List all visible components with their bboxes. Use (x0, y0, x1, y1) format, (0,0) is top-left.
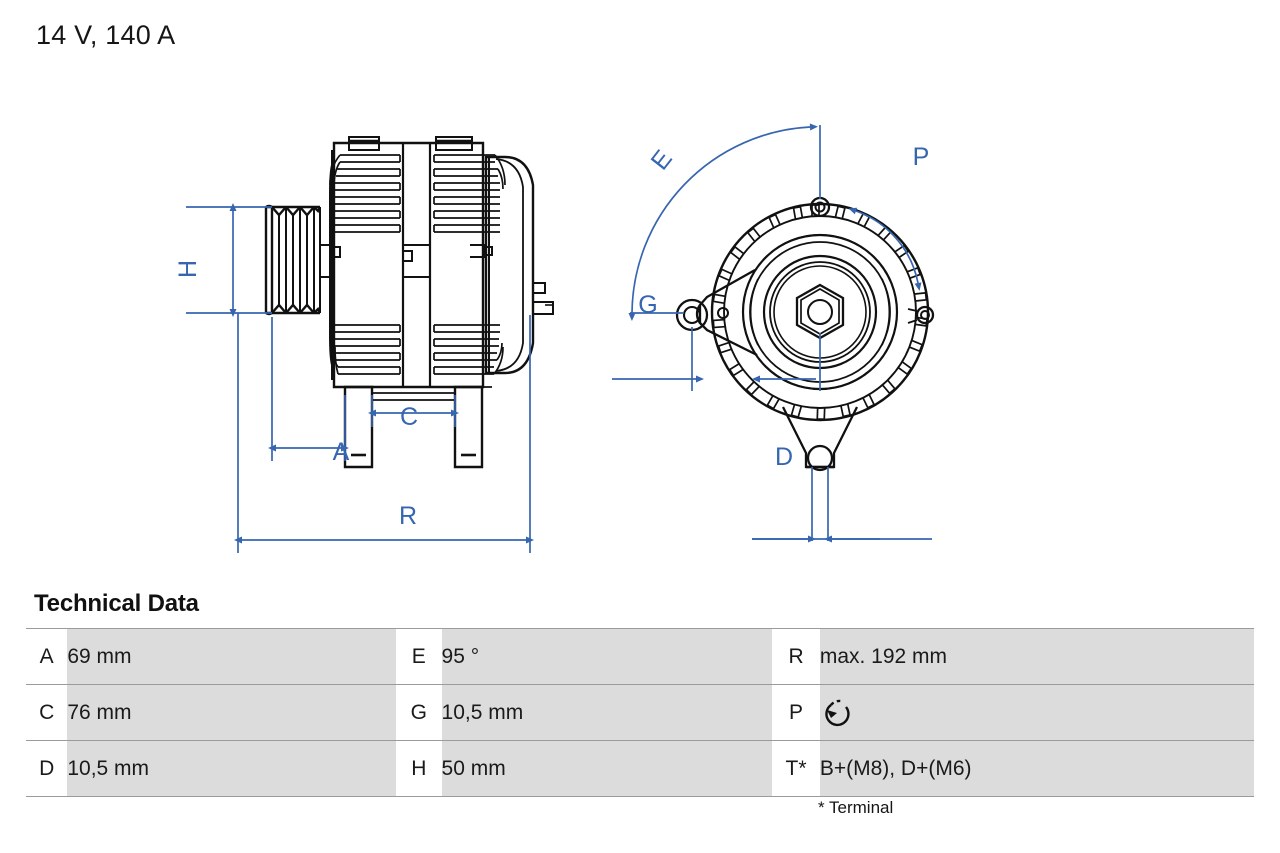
alternator-side-view (264, 136, 554, 469)
dim-label-A: A (333, 438, 350, 466)
row-value-g: 10,5 mm (441, 684, 773, 741)
dim-label-C: C (400, 403, 418, 431)
side-view-dimension-labels: H A C R (174, 260, 418, 530)
row-value-r: max. 192 mm (819, 628, 1254, 685)
row-value-p (819, 684, 1254, 741)
dim-label-H: H (174, 260, 202, 278)
row-key-e: E (396, 628, 442, 685)
drawing-canvas: H A C R (174, 123, 935, 553)
technical-data-heading: Technical Data (34, 590, 199, 617)
row-key-g: G (396, 684, 442, 741)
row-key-r: R (772, 628, 820, 685)
terminal-footnote: * Terminal (818, 798, 894, 817)
dim-label-R: R (399, 502, 417, 530)
alternator-body-side (329, 136, 554, 469)
row-key-c: C (26, 684, 68, 741)
row-key-h: H (396, 740, 442, 797)
pulley-side (264, 204, 322, 316)
row-value-a: 69 mm (67, 628, 397, 685)
dim-label-E: E (646, 145, 678, 175)
dim-label-D: D (775, 443, 793, 471)
technical-data-table: A 69 mm E 95 ° R max. 192 mm C 76 mm G 1… (26, 628, 1254, 797)
side-view-dimensions (186, 203, 534, 553)
row-value-e: 95 ° (441, 628, 773, 685)
row-value-c: 76 mm (67, 684, 397, 741)
table-row: D 10,5 mm H 50 mm T* B+(M8), D+(M6) (26, 740, 1254, 797)
front-view-dimension-labels: E G D P (638, 143, 929, 471)
rotation-counterclockwise-icon (820, 697, 856, 729)
alternator-front-view (675, 196, 935, 472)
table-row: C 76 mm G 10,5 mm P (26, 684, 1254, 741)
row-key-a: A (26, 628, 68, 685)
table-row: A 69 mm E 95 ° R max. 192 mm (26, 628, 1254, 685)
technical-drawing: H A C R (0, 55, 1280, 575)
front-view-dimensions (612, 123, 932, 543)
row-value-h: 50 mm (441, 740, 773, 797)
row-key-t: T* (772, 740, 820, 797)
row-key-d: D (26, 740, 68, 797)
page-title: 14 V, 140 A (36, 20, 176, 50)
row-key-p: P (772, 684, 820, 741)
dim-label-P: P (913, 143, 930, 171)
dim-label-G: G (638, 291, 657, 319)
row-value-t: B+(M8), D+(M6) (819, 740, 1254, 797)
row-value-d: 10,5 mm (67, 740, 397, 797)
